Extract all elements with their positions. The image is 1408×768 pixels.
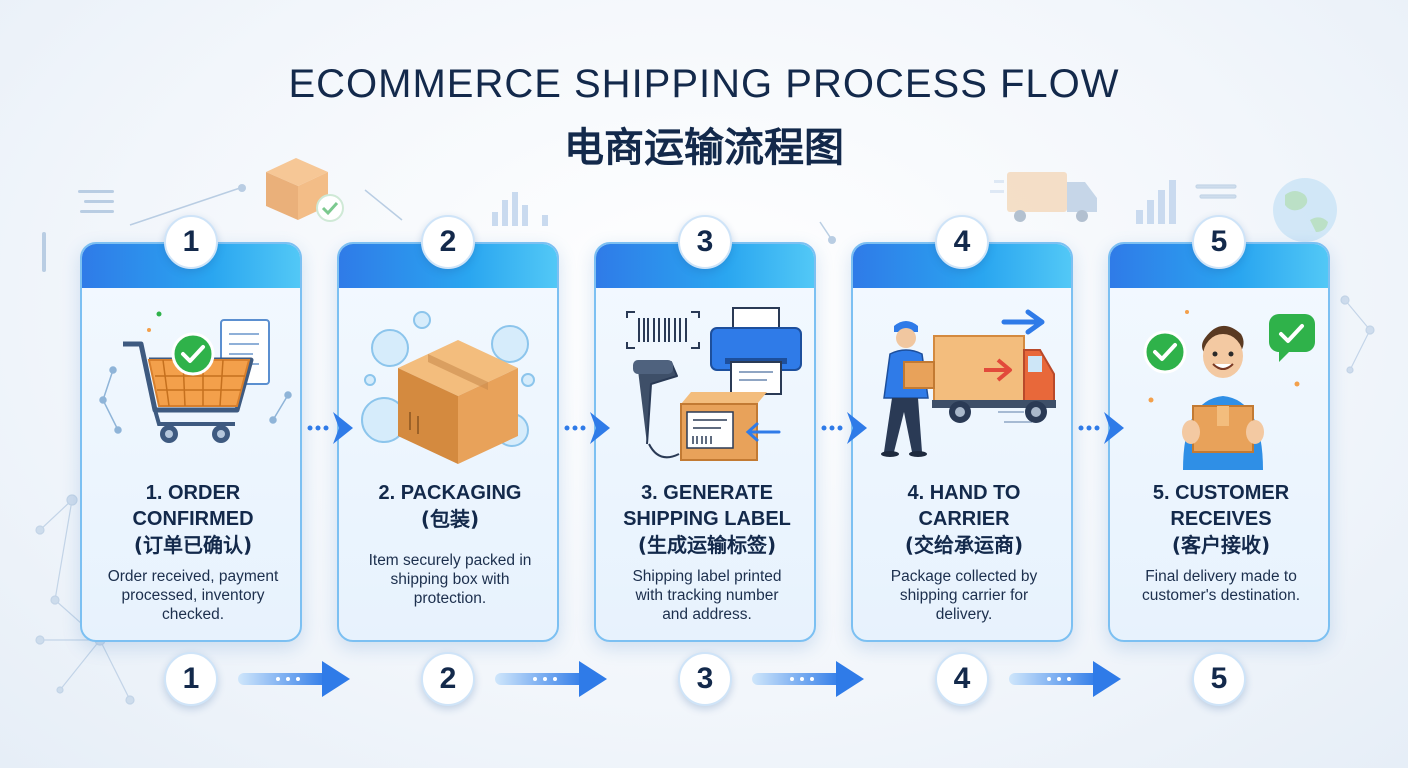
box-check-decoration-icon bbox=[266, 158, 344, 222]
step-heading: 2. PACKAGING bbox=[378, 482, 522, 504]
step-subtitle-zh: (订单已确认) bbox=[133, 533, 253, 557]
step-number-badge-top: 1 bbox=[164, 215, 218, 269]
step-subtitle-zh: (交给承运商) bbox=[904, 533, 1024, 557]
connector-arrow-icon bbox=[821, 412, 867, 444]
step-card-2: 2. PACKAGING (包装) Item securely packed i… bbox=[337, 242, 559, 642]
progress-arrow-icon bbox=[238, 661, 350, 697]
step-subtitle-zh: (包装) bbox=[420, 507, 480, 531]
page-title: ECOMMERCE SHIPPING PROCESS FLOW bbox=[288, 62, 1120, 106]
step-number-badge-top: 4 bbox=[935, 215, 989, 269]
delivery-truck-courier-icon bbox=[881, 309, 1056, 457]
step-subtitle-zh: (客户接收) bbox=[1171, 533, 1271, 557]
step-number-badge-bottom: 2 bbox=[421, 652, 475, 706]
globe-decoration-icon bbox=[1273, 178, 1337, 242]
step-number-badge-bottom: 1 bbox=[164, 652, 218, 706]
truck-decoration-icon bbox=[990, 172, 1097, 222]
step-number-badge-bottom: 5 bbox=[1192, 652, 1246, 706]
connector-arrow-icon bbox=[564, 412, 610, 444]
step-number-badge-bottom: 3 bbox=[678, 652, 732, 706]
connector-arrow-icon bbox=[307, 412, 353, 444]
printer-barcode-label-icon bbox=[626, 307, 802, 461]
progress-arrow-icon bbox=[495, 661, 607, 697]
step-number-badge-top: 2 bbox=[421, 215, 475, 269]
step-subtitle-zh: (生成运输标签) bbox=[637, 533, 777, 557]
step-number-badge-top: 3 bbox=[678, 215, 732, 269]
cardboard-box-bubbles-icon bbox=[361, 311, 535, 464]
step-number-badge-top: 5 bbox=[1192, 215, 1246, 269]
page-subtitle-zh: 电商运输流程图 bbox=[564, 125, 844, 171]
customer-receives-package-icon bbox=[1143, 310, 1315, 470]
shopping-cart-check-icon bbox=[99, 311, 292, 443]
step-number-badge-bottom: 4 bbox=[935, 652, 989, 706]
connector-arrow-icon bbox=[1078, 412, 1124, 444]
progress-arrow-icon bbox=[1009, 661, 1121, 697]
progress-arrow-icon bbox=[752, 661, 864, 697]
